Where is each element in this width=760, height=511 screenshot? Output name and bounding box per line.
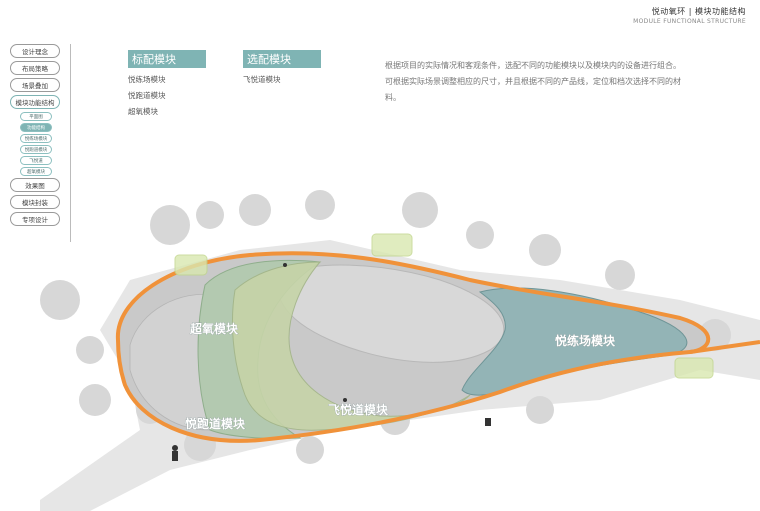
person-figure [283,263,287,267]
tree [296,436,324,464]
label-running-module: 悦跑道模块 [185,416,246,431]
tree [529,234,561,266]
tree [402,192,438,228]
highlight-box [175,255,207,275]
tree [305,190,335,220]
person-figure [343,398,347,402]
tree [40,280,80,320]
tree [196,201,224,229]
label-training-module: 悦练场模块 [555,333,616,348]
tree [76,336,104,364]
tree [79,384,111,416]
tree [466,221,494,249]
tree [605,260,635,290]
label-fly-module: 飞悦道模块 [328,402,389,417]
label-oxygen-module: 超氧模块 [189,321,239,336]
highlight-box [675,358,713,378]
person-figure [172,445,178,451]
person-figure [172,451,178,461]
bench [485,418,491,426]
tree [526,396,554,424]
highlight-box [372,234,412,256]
tree [239,194,271,226]
tree [150,205,190,245]
